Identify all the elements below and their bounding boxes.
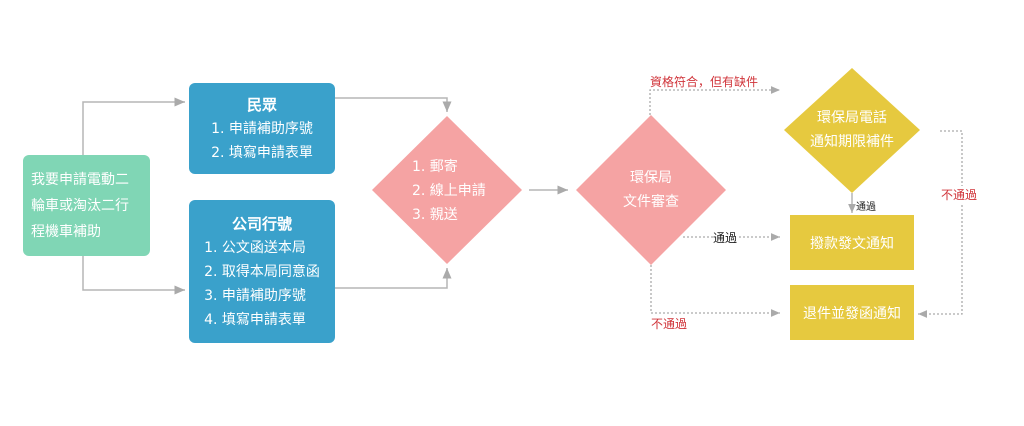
public-title: 民眾	[246, 95, 277, 114]
reject-box: 退件並發函通知	[790, 285, 914, 340]
approve-box: 撥款發文通知	[790, 215, 914, 270]
arrow-company-to-submit	[335, 268, 452, 289]
pass-label: 通過	[713, 229, 738, 246]
submit-step: 3. 親送	[412, 207, 458, 223]
supplement-diamond-text: 環保局電話 通知期限補件	[792, 106, 912, 154]
company-box: 公司行號 1. 公文函送本局 2. 取得本局同意函 3. 申請補助序號 4. 填…	[189, 200, 335, 343]
supplement-fail-label: 不通過	[941, 186, 978, 203]
public-step: 2. 填寫申請表單	[211, 144, 313, 161]
submit-step: 2. 線上申請	[412, 183, 486, 199]
arrow-review-to-supplement	[649, 86, 780, 115]
fail-label: 不通過	[651, 317, 688, 331]
submit-diamond	[372, 116, 522, 264]
arrow-start-to-company	[82, 256, 185, 295]
supplement-diamond	[784, 68, 920, 193]
start-text: 我要申請電動二輪車或淘汰二行程機車補助	[31, 171, 129, 240]
arrow-supplement-to-reject	[918, 130, 963, 318]
arrow-start-to-public	[82, 97, 185, 155]
review-line: 環保局	[630, 170, 672, 186]
company-step: 1. 公文函送本局	[204, 239, 306, 256]
supplement-line: 環保局電話	[817, 110, 887, 126]
review-diamond	[576, 115, 726, 265]
company-step: 3. 申請補助序號	[204, 287, 306, 304]
review-diamond-text: 環保局 文件審查	[601, 166, 701, 214]
arrow-review-to-reject	[650, 265, 780, 317]
start-box: 我要申請電動二輪車或淘汰二行程機車補助	[23, 155, 150, 256]
company-title: 公司行號	[231, 214, 292, 233]
company-step: 2. 取得本局同意函	[204, 263, 320, 280]
approve-text: 撥款發文通知	[810, 235, 894, 252]
review-line: 文件審查	[623, 194, 679, 210]
public-step: 1. 申請補助序號	[211, 120, 313, 137]
supplement-line: 通知期限補件	[810, 134, 894, 150]
missing-docs-label: 資格符合，但有缺件	[650, 75, 759, 89]
submit-step: 1. 郵寄	[412, 159, 458, 175]
submit-diamond-text: 1. 郵寄 2. 線上申請 3. 親送	[412, 155, 486, 227]
reject-text: 退件並發函通知	[803, 305, 901, 322]
arrow-public-to-submit	[335, 97, 452, 112]
public-box: 民眾 1. 申請補助序號 2. 填寫申請表單	[189, 83, 335, 174]
company-step: 4. 填寫申請表單	[204, 311, 306, 328]
supplement-pass-label: 通過	[856, 202, 876, 213]
